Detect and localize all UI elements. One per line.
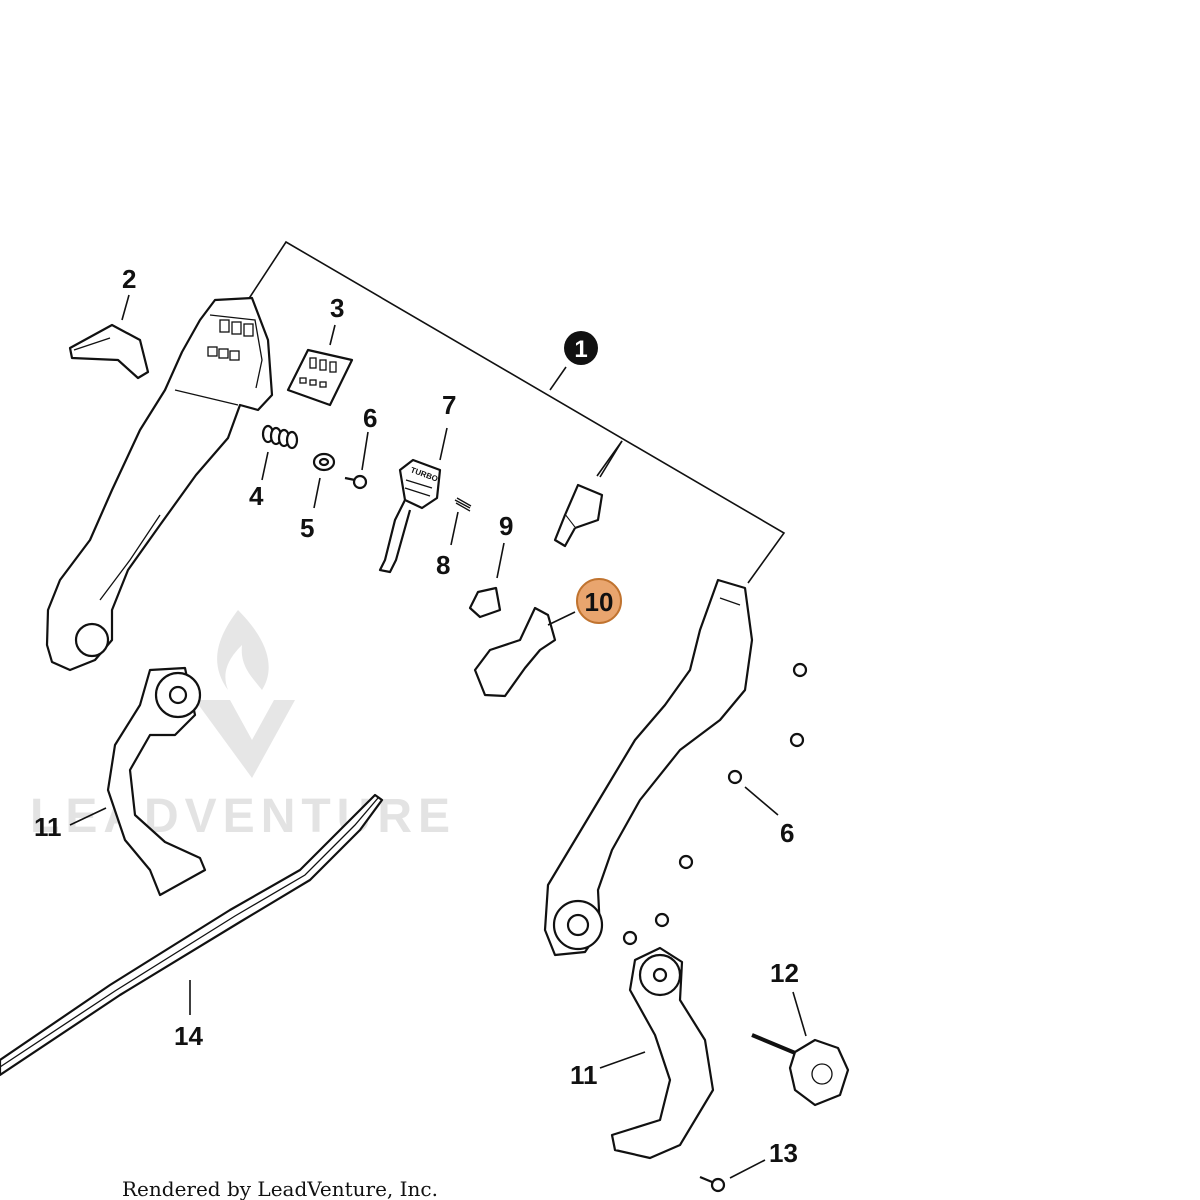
part-10-trigger (473, 606, 576, 698)
watermark-v-icon (195, 700, 295, 778)
label-11b[interactable]: 11 (570, 1060, 598, 1090)
label-10-highlight[interactable] (576, 578, 622, 624)
label-1[interactable]: 1 (574, 336, 587, 363)
label-3[interactable]: 3 (330, 293, 344, 323)
part-7-turbo-switch: TURBO (378, 427, 448, 574)
label-2[interactable]: 2 (122, 264, 136, 294)
part-11-clamp-left (69, 666, 207, 897)
label-6b[interactable]: 6 (780, 818, 794, 848)
part-13-screw (699, 1159, 766, 1193)
label-4[interactable]: 4 (249, 481, 264, 511)
footer-credit: Rendered by LeadVenture, Inc. (122, 1177, 438, 1200)
part-11-clamp-right (599, 946, 715, 1160)
part-2-cap (68, 294, 150, 380)
microswitch (553, 483, 604, 548)
part-12-knob (751, 991, 850, 1107)
label-11a[interactable]: 11 (34, 812, 62, 842)
label-10[interactable]: 10 (585, 587, 614, 617)
label-12[interactable]: 12 (770, 958, 799, 988)
part-5-washer (312, 452, 336, 509)
part-4-spring (261, 424, 299, 481)
watermark-flame-icon (217, 610, 269, 690)
label-8[interactable]: 8 (436, 550, 450, 580)
label-7[interactable]: 7 (442, 390, 456, 420)
label-9[interactable]: 9 (499, 511, 513, 541)
label-6a[interactable]: 6 (363, 403, 377, 433)
part-9-block (468, 542, 505, 619)
right-handle-housing (543, 578, 754, 957)
assembly-bracket (247, 240, 786, 584)
label-14[interactable]: 14 (174, 1021, 203, 1051)
left-handle-housing (45, 296, 274, 672)
part-3-switch-label (286, 324, 354, 407)
part-14-cable (0, 793, 384, 1077)
label-5[interactable]: 5 (300, 513, 314, 543)
part-8-small-spring (450, 497, 472, 546)
part-labels: 1 2 3 4 5 6 7 8 9 10 6 11 12 14 11 13 (34, 264, 799, 1168)
label-13[interactable]: 13 (769, 1138, 798, 1168)
watermark-text: LEADVENTURE (30, 790, 456, 843)
part-6-screw (344, 431, 369, 490)
label-1-badge[interactable] (564, 331, 598, 365)
right-screws (622, 662, 808, 946)
